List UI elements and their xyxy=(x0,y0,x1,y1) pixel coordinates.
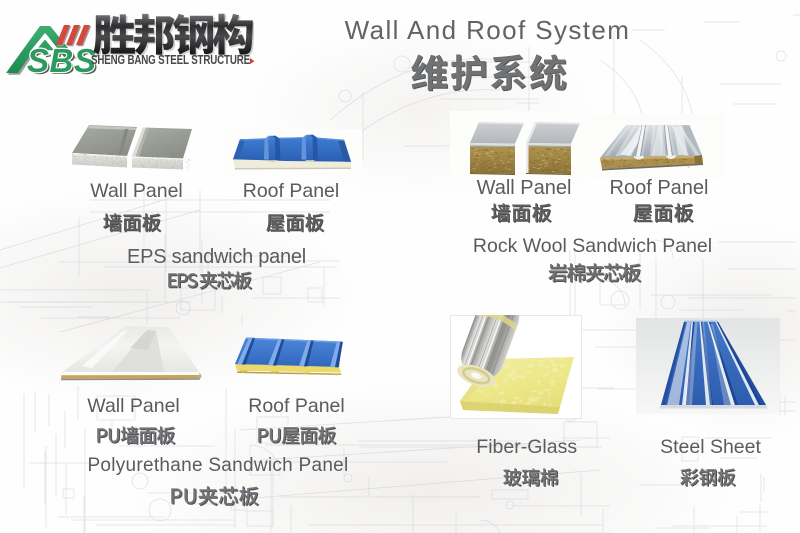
svg-text:SBS: SBS xyxy=(27,42,96,78)
svg-text:SBS: SBS xyxy=(29,44,98,78)
